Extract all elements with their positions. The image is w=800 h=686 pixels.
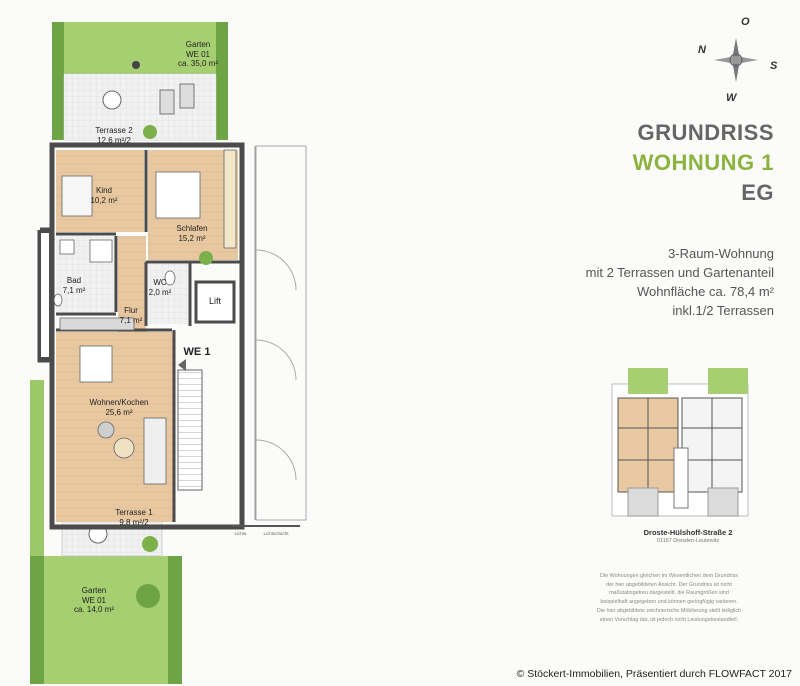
label-terrasse-2: Terrasse 2 12,6 m²/2 [84, 126, 144, 145]
room-name: Bad [66, 276, 82, 285]
disclaimer-line: beispielhaft angegeben und können gering… [600, 599, 738, 606]
compass-w: W [726, 92, 737, 104]
disclaimer-line: der hier abgebildeten Ansicht. Der Grund… [606, 581, 732, 588]
mini-site-plan [611, 368, 749, 517]
title-eg: EG [741, 180, 774, 205]
label-text: Lichts. [234, 531, 248, 536]
label-schlafen: Schlafen 15,2 m² [170, 224, 214, 243]
room-name: Garten [81, 586, 107, 595]
label-garten-bottom: Garten WE 01 ca. 14,0 m² [64, 586, 124, 615]
label-terrasse-1: Terrasse 1 9,8 m²/2 [104, 508, 164, 527]
address-city: 01157 Dresden-Leutewitz [656, 538, 720, 544]
room-unit: WE 01 [185, 49, 210, 59]
label-bad: Bad 7,1 m² [54, 276, 94, 295]
room-area: 10,2 m² [90, 195, 118, 205]
mini-plan-address: Droste-Hülshoff-Straße 2 01157 Dresden-L… [604, 528, 772, 544]
disclaimer: Die Wohnungen gleichen im Wesentlichen d… [560, 572, 778, 624]
description: 3-Raum-Wohnung mit 2 Terrassen und Garte… [586, 244, 774, 320]
room-unit: WE 01 [81, 595, 106, 605]
label-we1: WE 1 [180, 346, 214, 358]
compass-s: S [770, 60, 778, 72]
room-area: 12,6 m²/2 [97, 135, 131, 145]
room-area: 25,6 m² [105, 407, 133, 417]
room-name: WC [153, 278, 167, 287]
label-lichtschacht-2: Lichtschacht [256, 529, 296, 539]
label-lichtschacht-1: Lichts. [228, 529, 254, 539]
room-name: Flur [124, 306, 138, 315]
label-lift: Lift [198, 296, 232, 307]
title-block: GRUNDRISS WOHNUNG 1 EG [633, 122, 774, 212]
room-name: WE 1 [183, 346, 211, 358]
room-name: Wohnen/Kochen [89, 398, 149, 407]
room-area: 15,2 m² [178, 233, 206, 243]
room-name: Kind [95, 186, 112, 195]
room-area: ca. 35,0 m² [177, 59, 218, 68]
room-name: Schlafen [176, 224, 208, 233]
room-name: Terrasse 2 [95, 126, 133, 135]
room-area: ca. 14,0 m² [73, 605, 114, 614]
address-street: Droste-Hülshoff-Straße 2 [643, 528, 733, 537]
label-garten-top: Garten WE 01 ca. 35,0 m² [168, 40, 228, 69]
room-name: Terrasse 1 [115, 508, 153, 517]
description-line: Wohnfläche ca. 78,4 m² [636, 284, 774, 299]
lift-shaft [194, 280, 236, 324]
title-wohnung: WOHNUNG 1 [632, 150, 774, 175]
room-area: 7,1 m² [62, 285, 86, 295]
room-area: 2,0 m² [148, 287, 172, 297]
garden-top [52, 22, 228, 141]
disclaimer-line: einen Vorschlag dar, ist jedoch nicht Le… [599, 616, 739, 623]
compass-o: O [741, 16, 750, 28]
copyright: © Stöckert-Immobilien, Präsentiert durch… [516, 668, 792, 680]
compass-rose [714, 38, 758, 82]
disclaimer-line: Die hier abgebildete zeichnerische Möbli… [596, 607, 742, 614]
room-area: 7,1 m² [119, 315, 143, 325]
label-wc: WC 2,0 m² [146, 278, 174, 297]
stairwell [177, 146, 300, 527]
interior-walls [56, 150, 240, 522]
title-grundriss: GRUNDRISS [637, 120, 774, 145]
furniture [53, 149, 237, 485]
room-name: Lift [208, 296, 221, 306]
compass-n: N [698, 44, 706, 56]
description-line: inkl.1/2 Terrassen [672, 303, 774, 318]
description-line: 3-Raum-Wohnung [668, 246, 774, 261]
label-flur: Flur 7,1 m² [116, 306, 146, 325]
description-line: mit 2 Terrassen und Gartenanteil [585, 265, 774, 280]
room-area: 9,8 m²/2 [119, 517, 149, 527]
label-kind: Kind 10,2 m² [84, 186, 124, 205]
label-text: Lichtschacht [263, 531, 289, 536]
disclaimer-line: maßstabsgetreu dargestellt, die Raumgröß… [609, 590, 729, 597]
label-wohnen: Wohnen/Kochen 25,6 m² [84, 398, 154, 417]
disclaimer-line: Die Wohnungen gleichen im Wesentlichen d… [600, 573, 738, 579]
room-name: Garten [185, 40, 211, 49]
